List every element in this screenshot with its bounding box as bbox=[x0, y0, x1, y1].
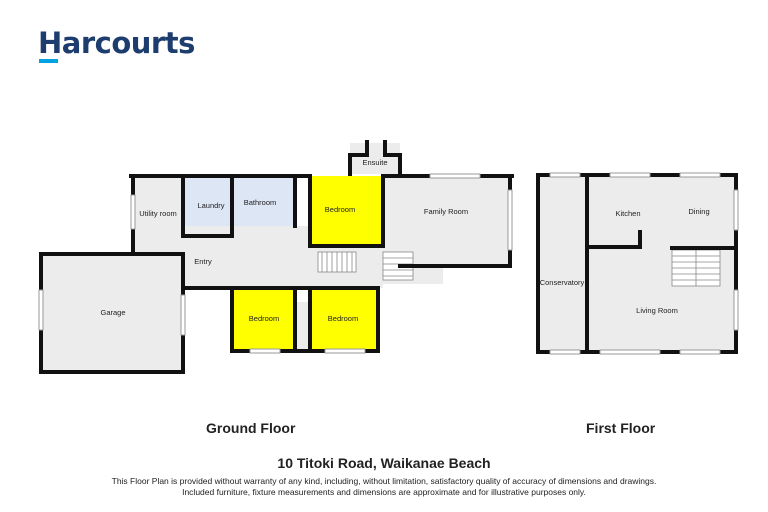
first-stairs bbox=[671, 249, 721, 287]
label-bedroom-top: Bedroom bbox=[325, 205, 355, 214]
disclaimer-line-2: Included furniture, fixture measurements… bbox=[182, 487, 586, 497]
label-family-room: Family Room bbox=[424, 207, 468, 216]
ground-floor-plan: Utility room Laundry Bathroom Bedroom En… bbox=[38, 140, 514, 374]
label-ensuite: Ensuite bbox=[362, 158, 387, 167]
disclaimer-line-1: This Floor Plan is provided without warr… bbox=[111, 476, 657, 486]
label-living-room: Living Room bbox=[636, 306, 678, 315]
label-conservatory: Conservatory bbox=[540, 278, 585, 287]
ground-windows bbox=[38, 173, 513, 354]
property-address: 10 Titoki Road, Waikanae Beach bbox=[277, 455, 491, 471]
harcourts-logo: Harcourts bbox=[38, 26, 195, 60]
disclaimer: This Floor Plan is provided without warr… bbox=[0, 476, 768, 498]
label-bathroom: Bathroom bbox=[244, 198, 277, 207]
label-dining: Dining bbox=[688, 207, 709, 216]
first-windows bbox=[549, 172, 739, 355]
ground-floor-label: Ground Floor bbox=[206, 420, 296, 436]
label-bedroom-right: Bedroom bbox=[328, 314, 358, 323]
conservatory-room bbox=[538, 175, 586, 352]
label-kitchen: Kitchen bbox=[615, 209, 640, 218]
label-bedroom-left: Bedroom bbox=[249, 314, 279, 323]
ground-walls bbox=[39, 140, 514, 374]
label-entry: Entry bbox=[194, 257, 212, 266]
label-garage: Garage bbox=[100, 308, 125, 317]
closet-area bbox=[294, 302, 310, 350]
garage-room bbox=[41, 255, 183, 371]
bedroom-top-room bbox=[311, 176, 382, 246]
utility-room bbox=[133, 174, 183, 252]
entry-room bbox=[184, 238, 231, 288]
label-utility-room: Utility room bbox=[139, 209, 177, 218]
first-floor-plan: Conservatory Kitchen Dining Living Room bbox=[536, 172, 739, 355]
ensuite-room bbox=[350, 143, 400, 174]
bedroom-right-room bbox=[310, 288, 378, 350]
logo-underline bbox=[39, 59, 58, 63]
kitchen-dining-room bbox=[586, 175, 734, 248]
label-laundry: Laundry bbox=[197, 201, 224, 210]
first-floor-label: First Floor bbox=[586, 420, 656, 436]
bedroom-left-room bbox=[232, 288, 294, 350]
